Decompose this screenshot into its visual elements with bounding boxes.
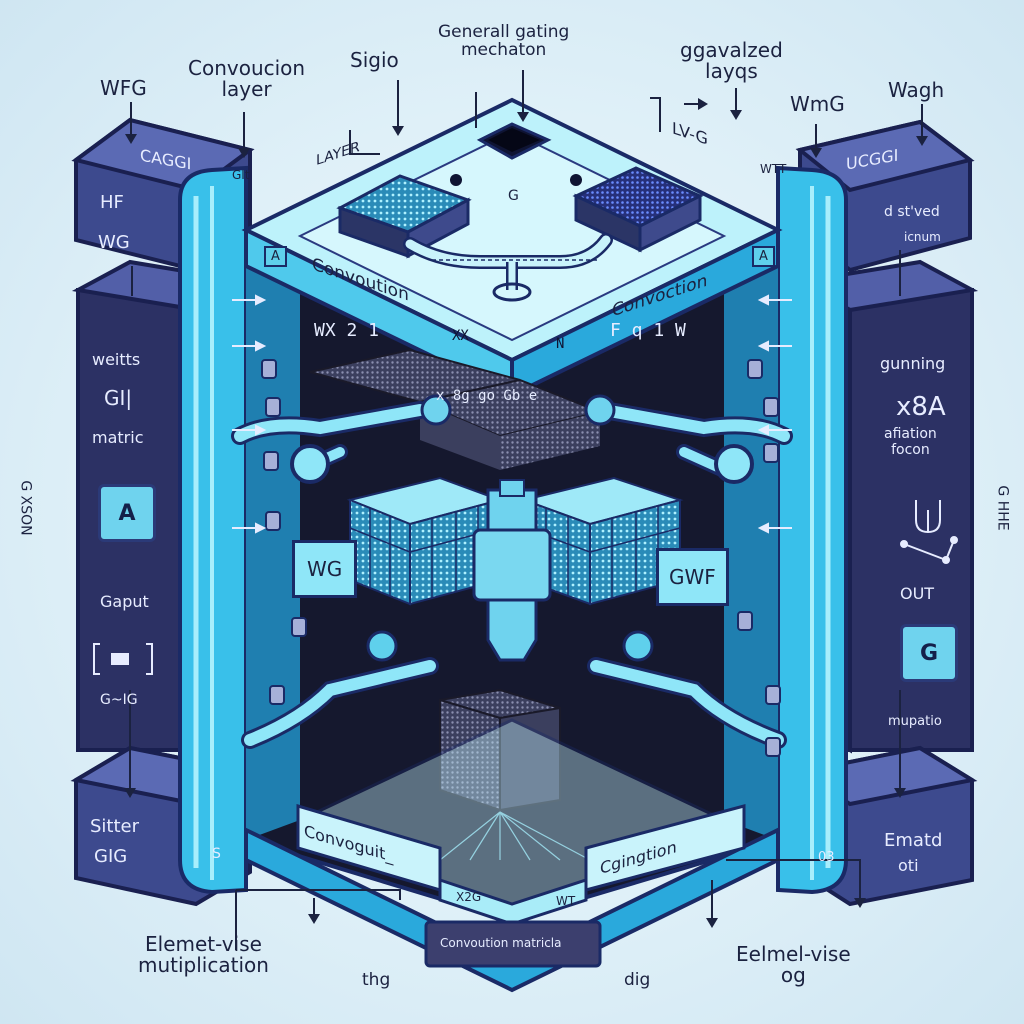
cube-n-label: N <box>556 336 565 352</box>
left-gig-label: G~IG <box>100 692 138 708</box>
right-x8a-label: x8A <box>896 392 946 422</box>
lower-block <box>439 688 591 861</box>
label-elementwise-left: Elemet-vise mutiplication <box>138 932 269 977</box>
pipes <box>231 401 793 749</box>
label-generalized-layers: ggavalzed layqs <box>680 38 783 83</box>
cube-fq1w-label: F q 1 W <box>610 320 686 341</box>
left-gi-label: GI| <box>104 386 133 410</box>
cube-g-top-label: G <box>508 188 519 204</box>
cube-xx-label: XX <box>452 328 469 344</box>
cube-wg-block: WG <box>292 540 358 598</box>
right-gunning-label: gunning <box>880 354 946 373</box>
cube-base-label: Convoution matricla <box>440 936 562 950</box>
cube-a-left: A <box>264 246 287 267</box>
cavity-arrows <box>232 294 792 534</box>
right-mupatio-label: mupatio <box>888 714 942 729</box>
left-bottom-box-1: Sitter <box>90 816 140 837</box>
left-hf-label: HF <box>100 192 124 213</box>
left-bottom-s: S <box>212 846 221 862</box>
cube-xbg-label: x 8g go Gb e <box>436 388 538 404</box>
right-icnum-label: icnum <box>904 230 941 244</box>
central-connector <box>472 479 552 662</box>
cube-a-right: A <box>752 246 775 267</box>
cube-wtt-label: WTT <box>760 162 787 176</box>
left-matrix-label: matric <box>92 428 144 447</box>
cube-gwf-block: GWF <box>656 548 729 606</box>
bottom-base <box>244 718 780 993</box>
top-lid <box>241 97 783 399</box>
cube-wx2-label: WX 2 1 <box>314 320 380 341</box>
label-left-vertical: G XSON <box>17 480 34 536</box>
right-stived-label: d st'ved <box>884 204 940 220</box>
left-wg-label: WG <box>98 232 130 253</box>
cube-wt-label: WT <box>556 894 576 908</box>
cube-x2g-label: X2G <box>456 890 482 904</box>
right-bottom-box-2: oti <box>898 856 919 875</box>
label-wagh: Wagh <box>888 78 945 102</box>
cube-git-label: GIt <box>232 168 250 182</box>
label-convolution-layer: Convoucion layer <box>188 56 306 101</box>
label-dig: dig <box>624 970 651 990</box>
bracket-icon <box>93 643 153 675</box>
right-bottom-03: 03 <box>818 850 835 865</box>
right-out-label: OUT <box>900 584 935 603</box>
label-general-gating: Generall gating mechaton <box>438 22 570 60</box>
label-right-vertical: G HHE <box>994 485 1011 531</box>
left-weights-label: weitts <box>92 350 141 369</box>
label-thg: thg <box>362 970 391 990</box>
left-a-button[interactable]: A <box>98 484 156 542</box>
arrowheads <box>124 98 928 928</box>
right-g-button[interactable]: G <box>900 624 958 682</box>
cavity-tags <box>261 359 781 757</box>
label-sigio: Sigio <box>350 48 399 72</box>
label-elementwise-right: Eelmel-vise og <box>736 942 851 987</box>
annotation-lines <box>129 70 923 950</box>
right-bottom-box-1: Ematd <box>884 830 943 851</box>
left-bottom-box-2: GIG <box>94 846 128 867</box>
label-wfg: WFG <box>100 76 147 100</box>
left-gaput-label: Gaput <box>100 592 149 611</box>
function-node-icon <box>900 500 958 564</box>
right-affiation-label: afiation focon <box>884 426 937 458</box>
label-wmg: WmG <box>790 92 845 116</box>
